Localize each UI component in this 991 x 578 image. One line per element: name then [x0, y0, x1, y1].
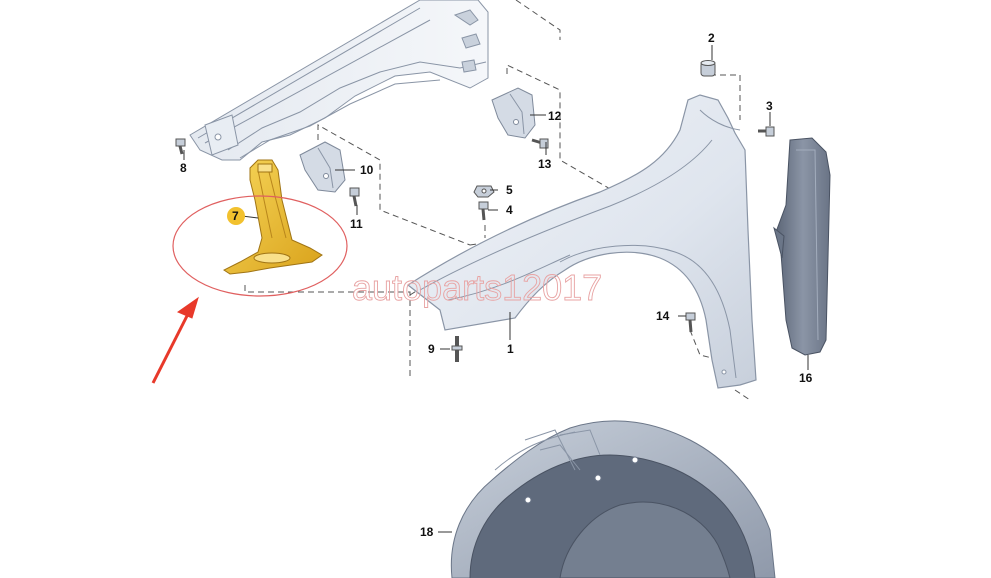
- callout-12: 12: [548, 109, 562, 123]
- callout-4: 4: [506, 203, 513, 217]
- screw-8-icon: [175, 138, 186, 155]
- support-bracket-7-highlighted: [223, 159, 323, 275]
- callout-3: 3: [766, 99, 773, 113]
- screw-13-icon: [531, 138, 549, 149]
- front-fender: [406, 94, 757, 389]
- callout-10: 10: [360, 163, 374, 177]
- callout-16: 16: [799, 371, 813, 385]
- wheel-housing-liner-18: [450, 420, 776, 578]
- callout-leaders: [183, 45, 809, 533]
- screw-14-icon: [685, 312, 696, 333]
- bolt-2-icon: [700, 60, 716, 77]
- callout-9: 9: [428, 342, 435, 356]
- callout-14: 14: [656, 309, 670, 323]
- callout-7-badge: [227, 207, 245, 225]
- screw-11-icon: [349, 187, 360, 207]
- screw-4-icon: [478, 201, 489, 221]
- nut-5-icon: [473, 185, 495, 198]
- callout-7: 7: [232, 209, 239, 223]
- callout-5: 5: [506, 183, 513, 197]
- side-trim-16: [773, 137, 831, 356]
- red-arrow-icon: [151, 296, 199, 384]
- callout-11: 11: [350, 217, 363, 231]
- callout-labels: 1 2 3 4 5 7 8 9 10 11 12 13 14 16 18: [180, 31, 813, 539]
- watermark-text: autoparts12017: [352, 267, 602, 308]
- stud-9-icon: [451, 336, 463, 362]
- callout-2: 2: [708, 31, 715, 45]
- screw-3-icon: [758, 126, 775, 137]
- callout-18: 18: [420, 525, 434, 539]
- body-rail-structure: [189, 0, 489, 161]
- highlight-ellipse: [172, 195, 348, 297]
- fasteners: [175, 60, 775, 570]
- callout-13: 13: [538, 157, 552, 171]
- bracket-10: [299, 141, 346, 193]
- callout-8: 8: [180, 161, 187, 175]
- callout-1: 1: [507, 342, 514, 356]
- bracket-12: [491, 87, 536, 139]
